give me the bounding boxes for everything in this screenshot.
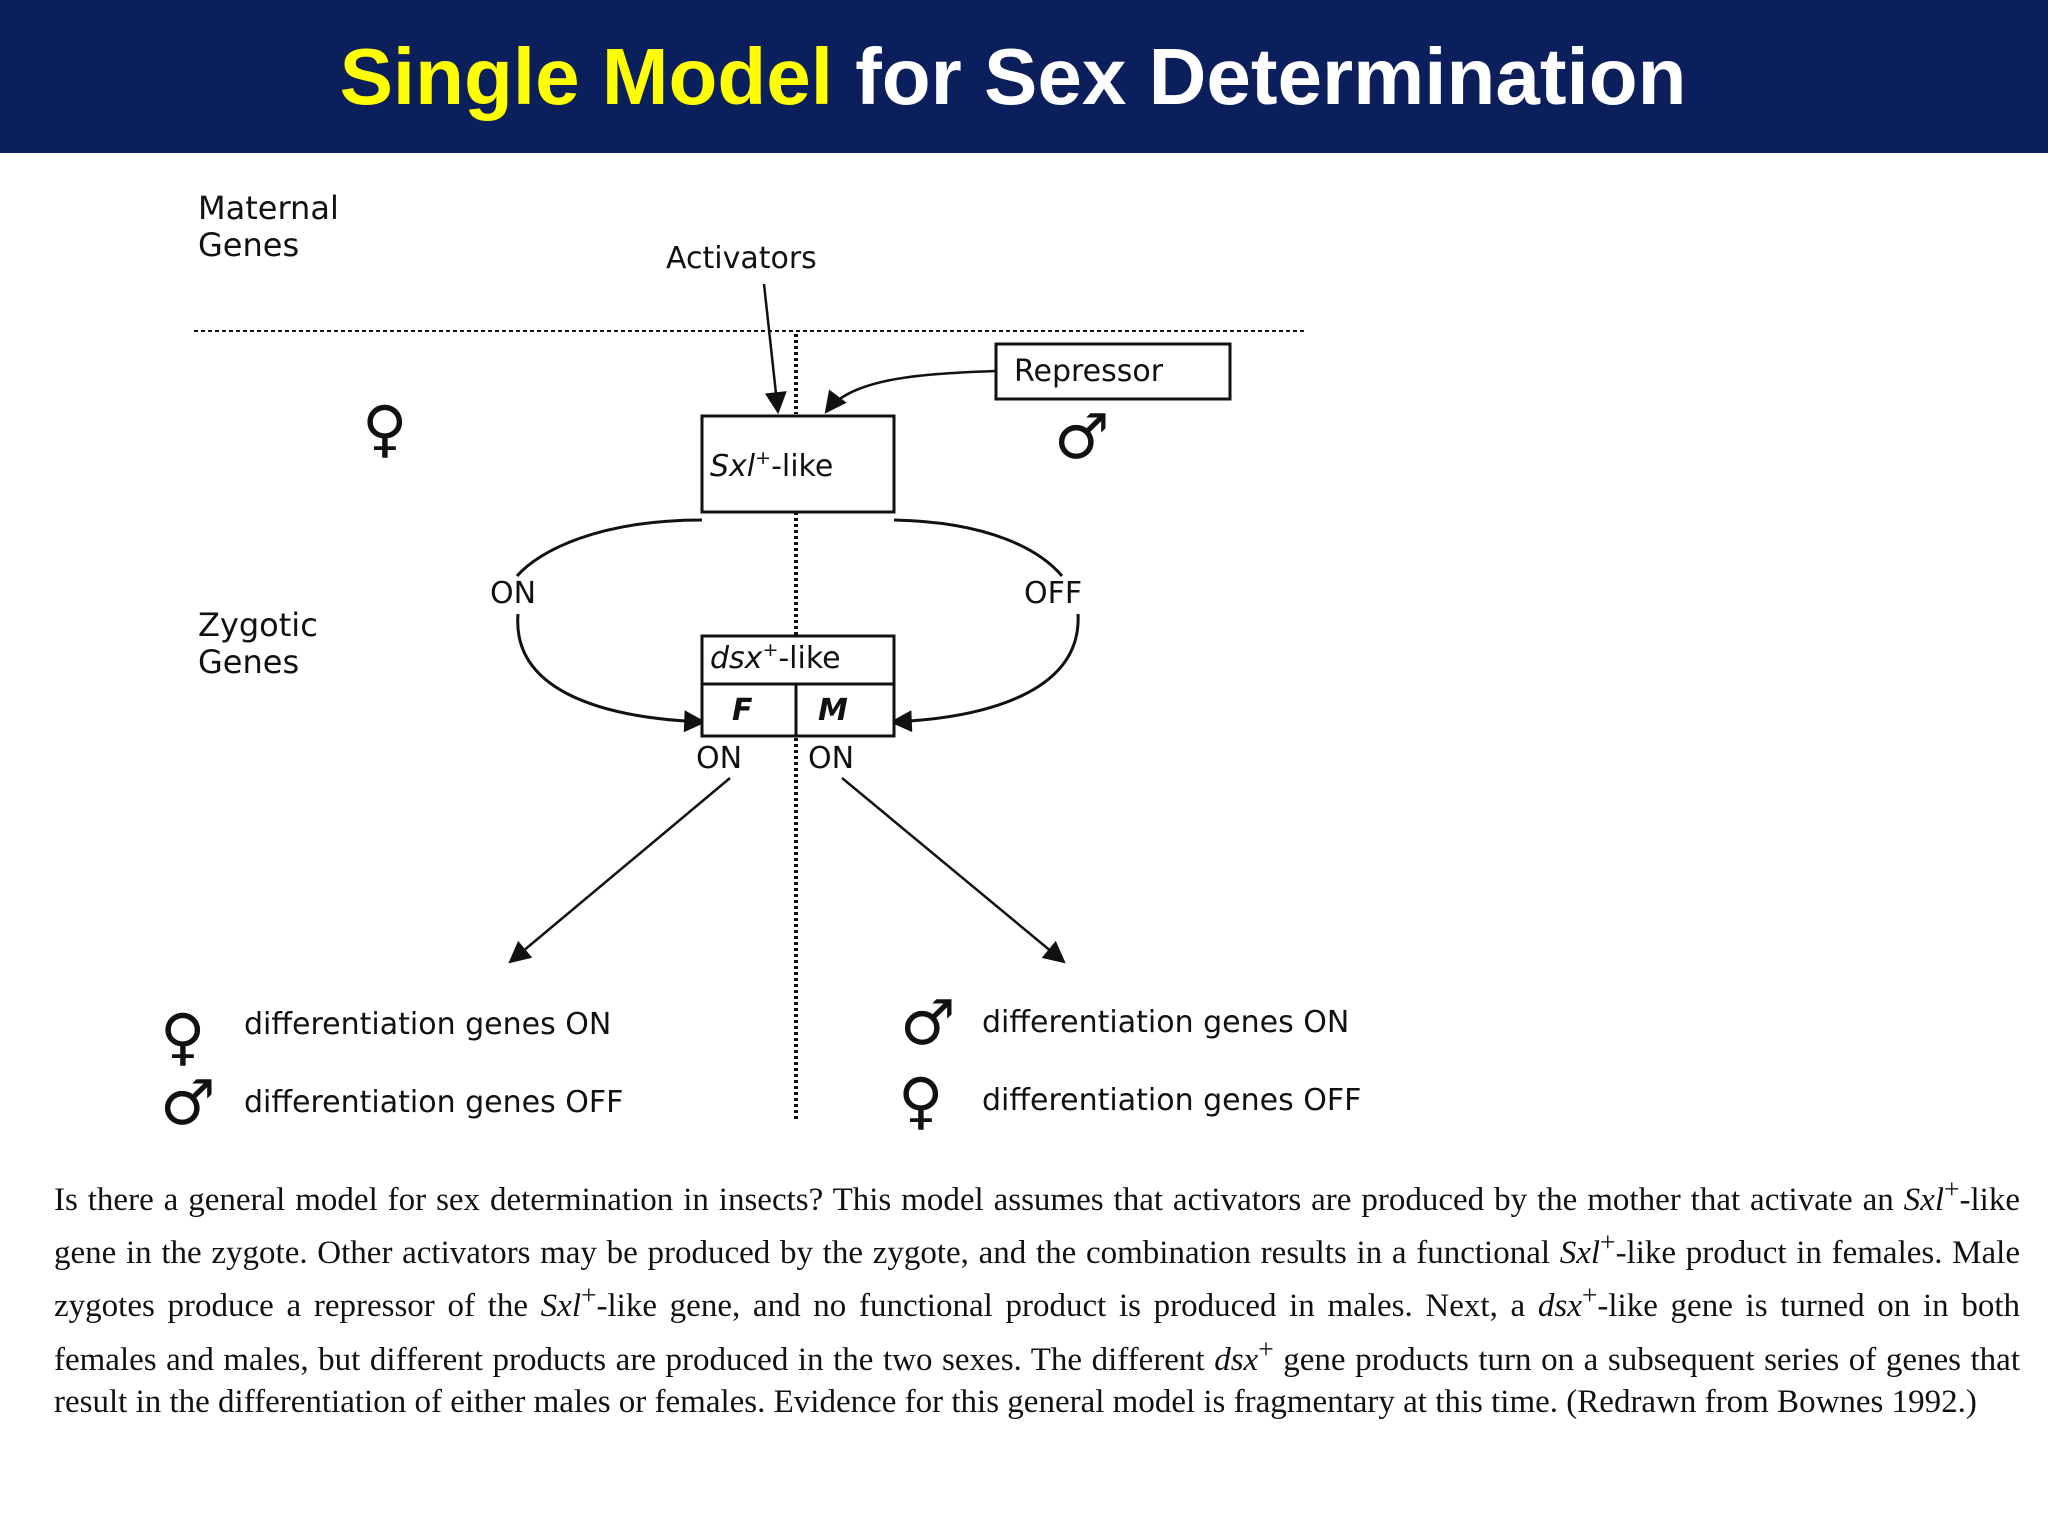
title-highlight: Single Model (339, 31, 833, 121)
activators-label: Activators (666, 241, 817, 276)
left-male-symbol: ♂ (160, 1066, 216, 1139)
female-pathway-arrow (508, 777, 731, 964)
caption-gene-dsx-1: dsx (1537, 1288, 1582, 1325)
off-arc-right-upper (893, 518, 1064, 577)
dsx-suffix: -like (778, 641, 840, 676)
caption-gene-sxl-3: Sxl (540, 1288, 581, 1325)
off-label-right: OFF (1024, 576, 1082, 611)
sxl-like-box (700, 414, 896, 514)
caption-sup-5: + (1258, 1332, 1274, 1364)
on-label-m: ON (808, 741, 854, 776)
caption-sup-2: + (1600, 1226, 1616, 1258)
male-pathway-arrow (841, 777, 1066, 964)
slide-title: Single Model for Sex Determination (340, 31, 1687, 123)
maternal-genes-label-2: Genes (198, 226, 299, 264)
repressor-box (994, 342, 1232, 401)
dsx-superscript: + (762, 639, 778, 661)
caption-part-4: -like gene, and no functional product is… (596, 1288, 1538, 1325)
sxl-suffix: -like (771, 449, 833, 484)
sxl-superscript: + (755, 447, 771, 469)
right-male-symbol: ♂ (900, 986, 956, 1059)
caption-part-6: gene products turn on a subsequent serie… (54, 1341, 2021, 1420)
dsx-like-box (700, 634, 896, 738)
off-arc-right-lower (889, 613, 1080, 733)
dsx-gene-name: dsx (710, 641, 763, 676)
left-outcome-1: differentiation genes ON (244, 1007, 611, 1042)
caption-gene-dsx-2: dsx (1214, 1341, 1259, 1378)
sxl-like-label: Sxl+-like (710, 447, 833, 484)
sxl-gene-name: Sxl (710, 449, 756, 484)
right-outcome-1: differentiation genes ON (982, 1005, 1349, 1040)
caption-gene-sxl-2: Sxl (1559, 1235, 1601, 1272)
caption-sup-3: + (581, 1279, 597, 1311)
caption-part-5: -like gene is turned on in both females … (54, 1288, 2020, 1378)
right-outcome-2: differentiation genes OFF (982, 1083, 1361, 1118)
on-label-left: ON (490, 576, 536, 611)
title-bar: Single Model for Sex Determination (0, 0, 2048, 153)
dsx-cell-m: M (818, 693, 848, 728)
male-symbol-top: ♂ (1054, 400, 1110, 473)
sex-determination-diagram: Maternal Genes Activators Zygotic Genes … (160, 189, 1361, 1139)
on-arc-left-upper (515, 518, 703, 577)
maternal-genes-label-1: Maternal (198, 189, 339, 227)
right-female-symbol: ♀ (898, 1064, 943, 1137)
caption-gene-sxl-1: Sxl (1903, 1182, 1944, 1218)
dsx-cell-f: F (732, 693, 753, 728)
caption-part-1: Is there a general model for sex determi… (54, 1182, 1904, 1218)
caption-part-3: -like product in females. Male zygotes p… (54, 1235, 2020, 1325)
female-symbol-top: ♀ (362, 392, 407, 465)
left-female-symbol: ♀ (160, 1000, 205, 1073)
on-label-f: ON (696, 741, 742, 776)
repressor-label: Repressor (1014, 354, 1164, 389)
caption-sup-4: + (1581, 1279, 1598, 1311)
repressor-arrow (824, 369, 997, 414)
caption-sup-1: + (1944, 1173, 1960, 1204)
figure-caption: Is there a general model for sex determi… (54, 1168, 2020, 1423)
on-arc-left-lower (516, 613, 707, 733)
activators-arrow (762, 283, 787, 415)
left-outcome-2: differentiation genes OFF (244, 1085, 623, 1120)
dsx-like-label: dsx+-like (710, 639, 841, 676)
zygotic-genes-label-2: Genes (198, 643, 299, 681)
title-rest: for Sex Determination (832, 31, 1687, 121)
zygotic-genes-label-1: Zygotic (198, 606, 318, 644)
caption-part-2: -like gene in the zygote. Other activato… (54, 1182, 2020, 1272)
